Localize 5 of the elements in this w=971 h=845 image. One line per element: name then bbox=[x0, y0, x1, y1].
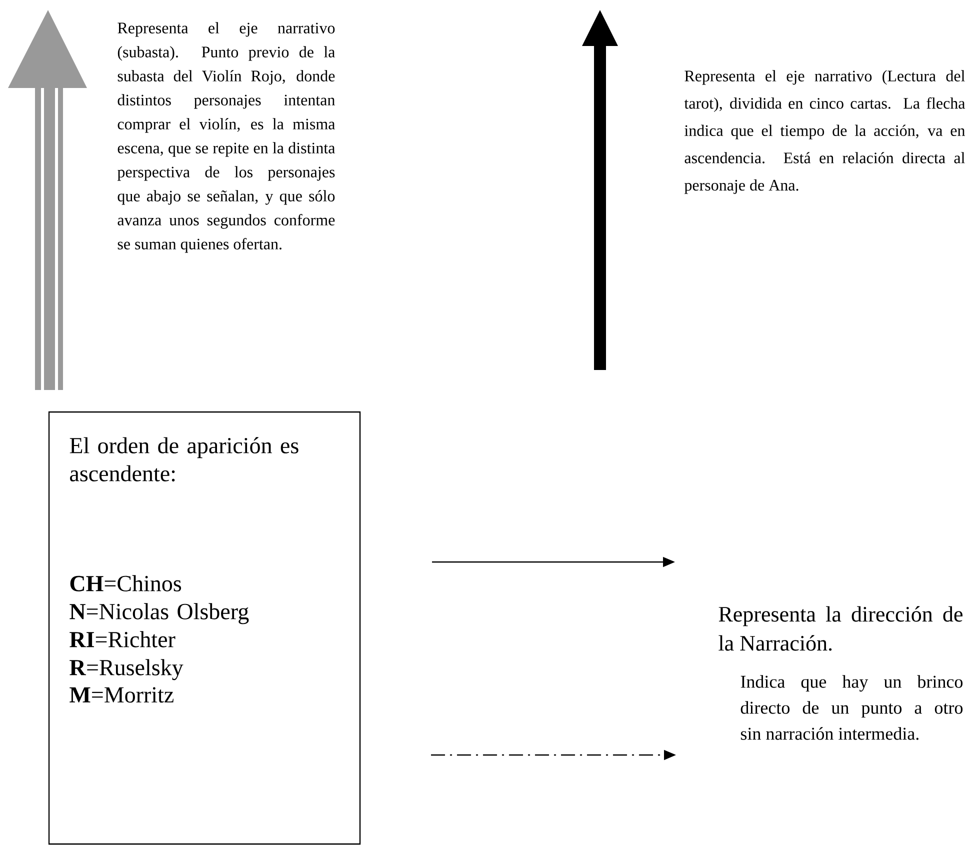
legend-text: Representa el eje narrativo (subasta). Punto previo de la subasta del Violín Rojo, donde distintos personajes intentan comprar el violín, es la misma escena, que se repite en la distinta perspectiva de los personajes que abajo se señalan, y que sólo avanza unos segundos conforme se suman quienes ofertan. bbox=[117, 22, 336, 253]
legend-text: Representa la dirección de la Narración. bbox=[718, 606, 962, 651]
legend-text: Representa el eje narrativo (Lectura del tarot), dividida en cinco cartas. La flecha indica que el tiempo de la acción, va en ascendencia. Está en relación directa al personaje de Ana. bbox=[684, 70, 966, 194]
list-box: El orden de aparición es ascendente: CH=Chinos N=Nicolas Olsberg RI=Richter R=Ruselsky M=Morritz bbox=[48, 411, 361, 845]
legend-text: Indica que hay un brinco directo de un punto a otro sin narración intermedia. bbox=[740, 675, 963, 740]
